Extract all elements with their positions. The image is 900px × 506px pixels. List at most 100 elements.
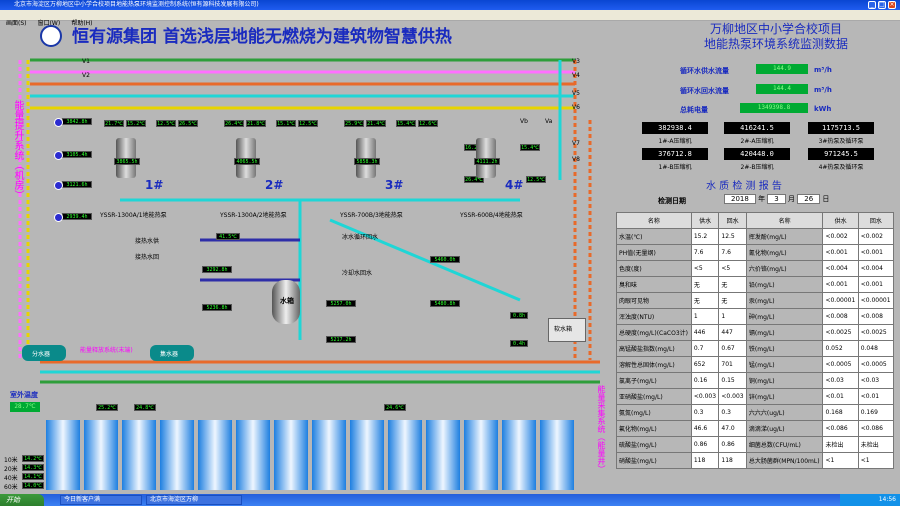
table-cell: <0.001 — [857, 276, 895, 293]
table-cell: <0.008 — [857, 308, 895, 325]
hp-badge: 4# — [505, 178, 524, 192]
report-year[interactable]: 2018 — [724, 194, 756, 204]
table-cell: <0.00001 — [822, 292, 859, 309]
menu-screen[interactable]: 画面(S) — [6, 20, 27, 27]
table-cell: 1 — [690, 308, 720, 325]
table-cell: 滴滴涕(ug/L) — [745, 420, 824, 437]
heat-pump-1[interactable]: 21.7℃ 15.2℃ 12.5℃ 26.5℃ 3865.5h 1# YSSR-… — [100, 120, 210, 220]
hp-name: YSSR-600B/4地能热泵 — [460, 212, 523, 219]
table-cell: 氟化物(mg/L) — [616, 420, 692, 437]
table-header: 供水 — [822, 212, 859, 229]
power-label: 总耗电量 — [680, 106, 708, 114]
hp-temp: 21.7℃ — [104, 120, 124, 127]
mid-readout: 5257.0h — [326, 300, 356, 307]
table-header: 供水 — [690, 212, 720, 229]
meter-label: 1#-A压缩机 — [658, 138, 692, 145]
taskbar-item[interactable]: 今日新客户满 — [60, 495, 142, 505]
well-icon — [540, 420, 574, 490]
table-cell: 无 — [690, 276, 720, 293]
pipe-network — [18, 58, 600, 384]
table-cell: 0.15 — [718, 372, 747, 389]
return-flow-unit: m³/h — [814, 86, 832, 94]
table-cell: <0.004 — [822, 260, 859, 277]
table-cell: 0.7 — [690, 340, 720, 357]
well-temp: 14.0℃ — [22, 482, 44, 489]
valve-label: Vb — [520, 118, 528, 125]
hp-temp: 26.5℃ — [178, 120, 198, 127]
heat-pump-4[interactable]: 16.2℃ 15.4℃ 26.4℃ 12.5℃ 4111.2h 4# YSSR-… — [460, 120, 560, 220]
meter-value: 1175713.5 — [808, 122, 874, 134]
table-cell: <0.03 — [822, 372, 859, 389]
table-cell: 未检出 — [822, 436, 859, 453]
left-pump-hours: 3105.4h — [62, 151, 92, 158]
start-button[interactable]: 开始 — [0, 494, 44, 506]
well-temp: 14.3℃ — [22, 464, 44, 471]
return-flow-value: 144.4 — [756, 84, 808, 94]
table-row: 臭和味无无铅(mg/L)<0.001<0.001 — [616, 276, 895, 293]
hp-name: YSSR-700B/3地能热泵 — [340, 212, 403, 219]
close-button[interactable]: × — [888, 1, 896, 9]
hp-temp: 12.6℃ — [418, 120, 438, 127]
energy-collect-label: 能量采集系统（能量井） — [597, 385, 606, 473]
power-unit: kWh — [814, 105, 832, 113]
hp-temp: 21.8℃ — [246, 120, 266, 127]
well-icon — [464, 420, 498, 490]
menu-window[interactable]: 窗口(W) — [37, 20, 61, 27]
table-cell: 0.86 — [718, 436, 747, 453]
table-cell: 15.2 — [690, 228, 720, 245]
report-date: 2018 年 3 月 26 日 — [724, 194, 829, 204]
well-temp: 14.1℃ — [22, 473, 44, 480]
heat-pump-2[interactable]: 26.4℃ 21.8℃ 15.1℃ 12.5℃ 4065.5h 2# YSSR-… — [220, 120, 330, 220]
menu-help[interactable]: 帮助(H) — [71, 20, 93, 27]
supply-flow-value: 144.9 — [756, 64, 808, 74]
terminal-label: 能量释放系统(末端) — [80, 347, 133, 354]
hp-hours: 5858.3h — [354, 158, 380, 165]
supply-flow-unit: m³/h — [814, 66, 832, 74]
mid-readout: 0.4h — [510, 340, 528, 347]
mid-readout: 5236.8h — [202, 304, 232, 311]
meter-label: 1#-B压缩机 — [658, 164, 692, 171]
pump-icon[interactable] — [54, 213, 63, 222]
hp-temp: 21.4℃ — [366, 120, 386, 127]
valve-label: V3 — [572, 58, 580, 65]
depth-label: 60米 — [4, 484, 18, 491]
soft-water-tank — [548, 318, 586, 342]
table-cell: <0.03 — [857, 372, 895, 389]
table-row: 肉眼可见物无无汞(mg/L)<0.00001<0.00001 — [616, 292, 895, 309]
report-day[interactable]: 26 — [797, 194, 821, 204]
hp-hours: 4065.5h — [234, 158, 260, 165]
report-year-unit: 年 — [758, 195, 766, 203]
table-cell: 氰化物(mg/L) — [745, 244, 824, 261]
table-cell: 0.169 — [857, 404, 895, 421]
table-header: 回水 — [718, 212, 747, 229]
table-cell: 锌(mg/L) — [745, 388, 824, 405]
table-cell: 挥发酚(mg/L) — [745, 228, 824, 245]
maximize-button[interactable]: □ — [878, 1, 886, 9]
table-cell: 0.052 — [822, 340, 859, 357]
well-icon — [502, 420, 536, 490]
table-cell: <0.01 — [822, 388, 859, 405]
depth-label: 10米 — [4, 457, 18, 464]
valve-label: Va — [545, 118, 553, 125]
table-cell: 溶解性总固体(mg/L) — [616, 356, 692, 373]
distributor-label: 分水器 — [32, 351, 51, 358]
valve-label: V6 — [572, 104, 580, 111]
hp-temp: 12.5℃ — [298, 120, 318, 127]
heat-pump-3[interactable]: 25.9℃ 21.4℃ 15.4℃ 12.6℃ 5858.3h 3# YSSR-… — [340, 120, 450, 220]
table-cell: 652 — [690, 356, 720, 373]
hp-temp: 12.5℃ — [156, 120, 176, 127]
pump-icon[interactable] — [54, 118, 63, 127]
taskbar-item[interactable]: 北京市海淀区万柳 — [146, 495, 242, 505]
table-cell: 118 — [718, 452, 747, 469]
pump-icon[interactable] — [54, 181, 63, 190]
pump-icon[interactable] — [54, 151, 63, 160]
table-cell: 硝酸盐(mg/L) — [616, 452, 692, 469]
table-cell: PH值(无量纲) — [616, 244, 692, 261]
minimize-button[interactable]: _ — [868, 1, 876, 9]
report-month[interactable]: 3 — [767, 194, 786, 204]
table-cell: <5 — [690, 260, 720, 277]
